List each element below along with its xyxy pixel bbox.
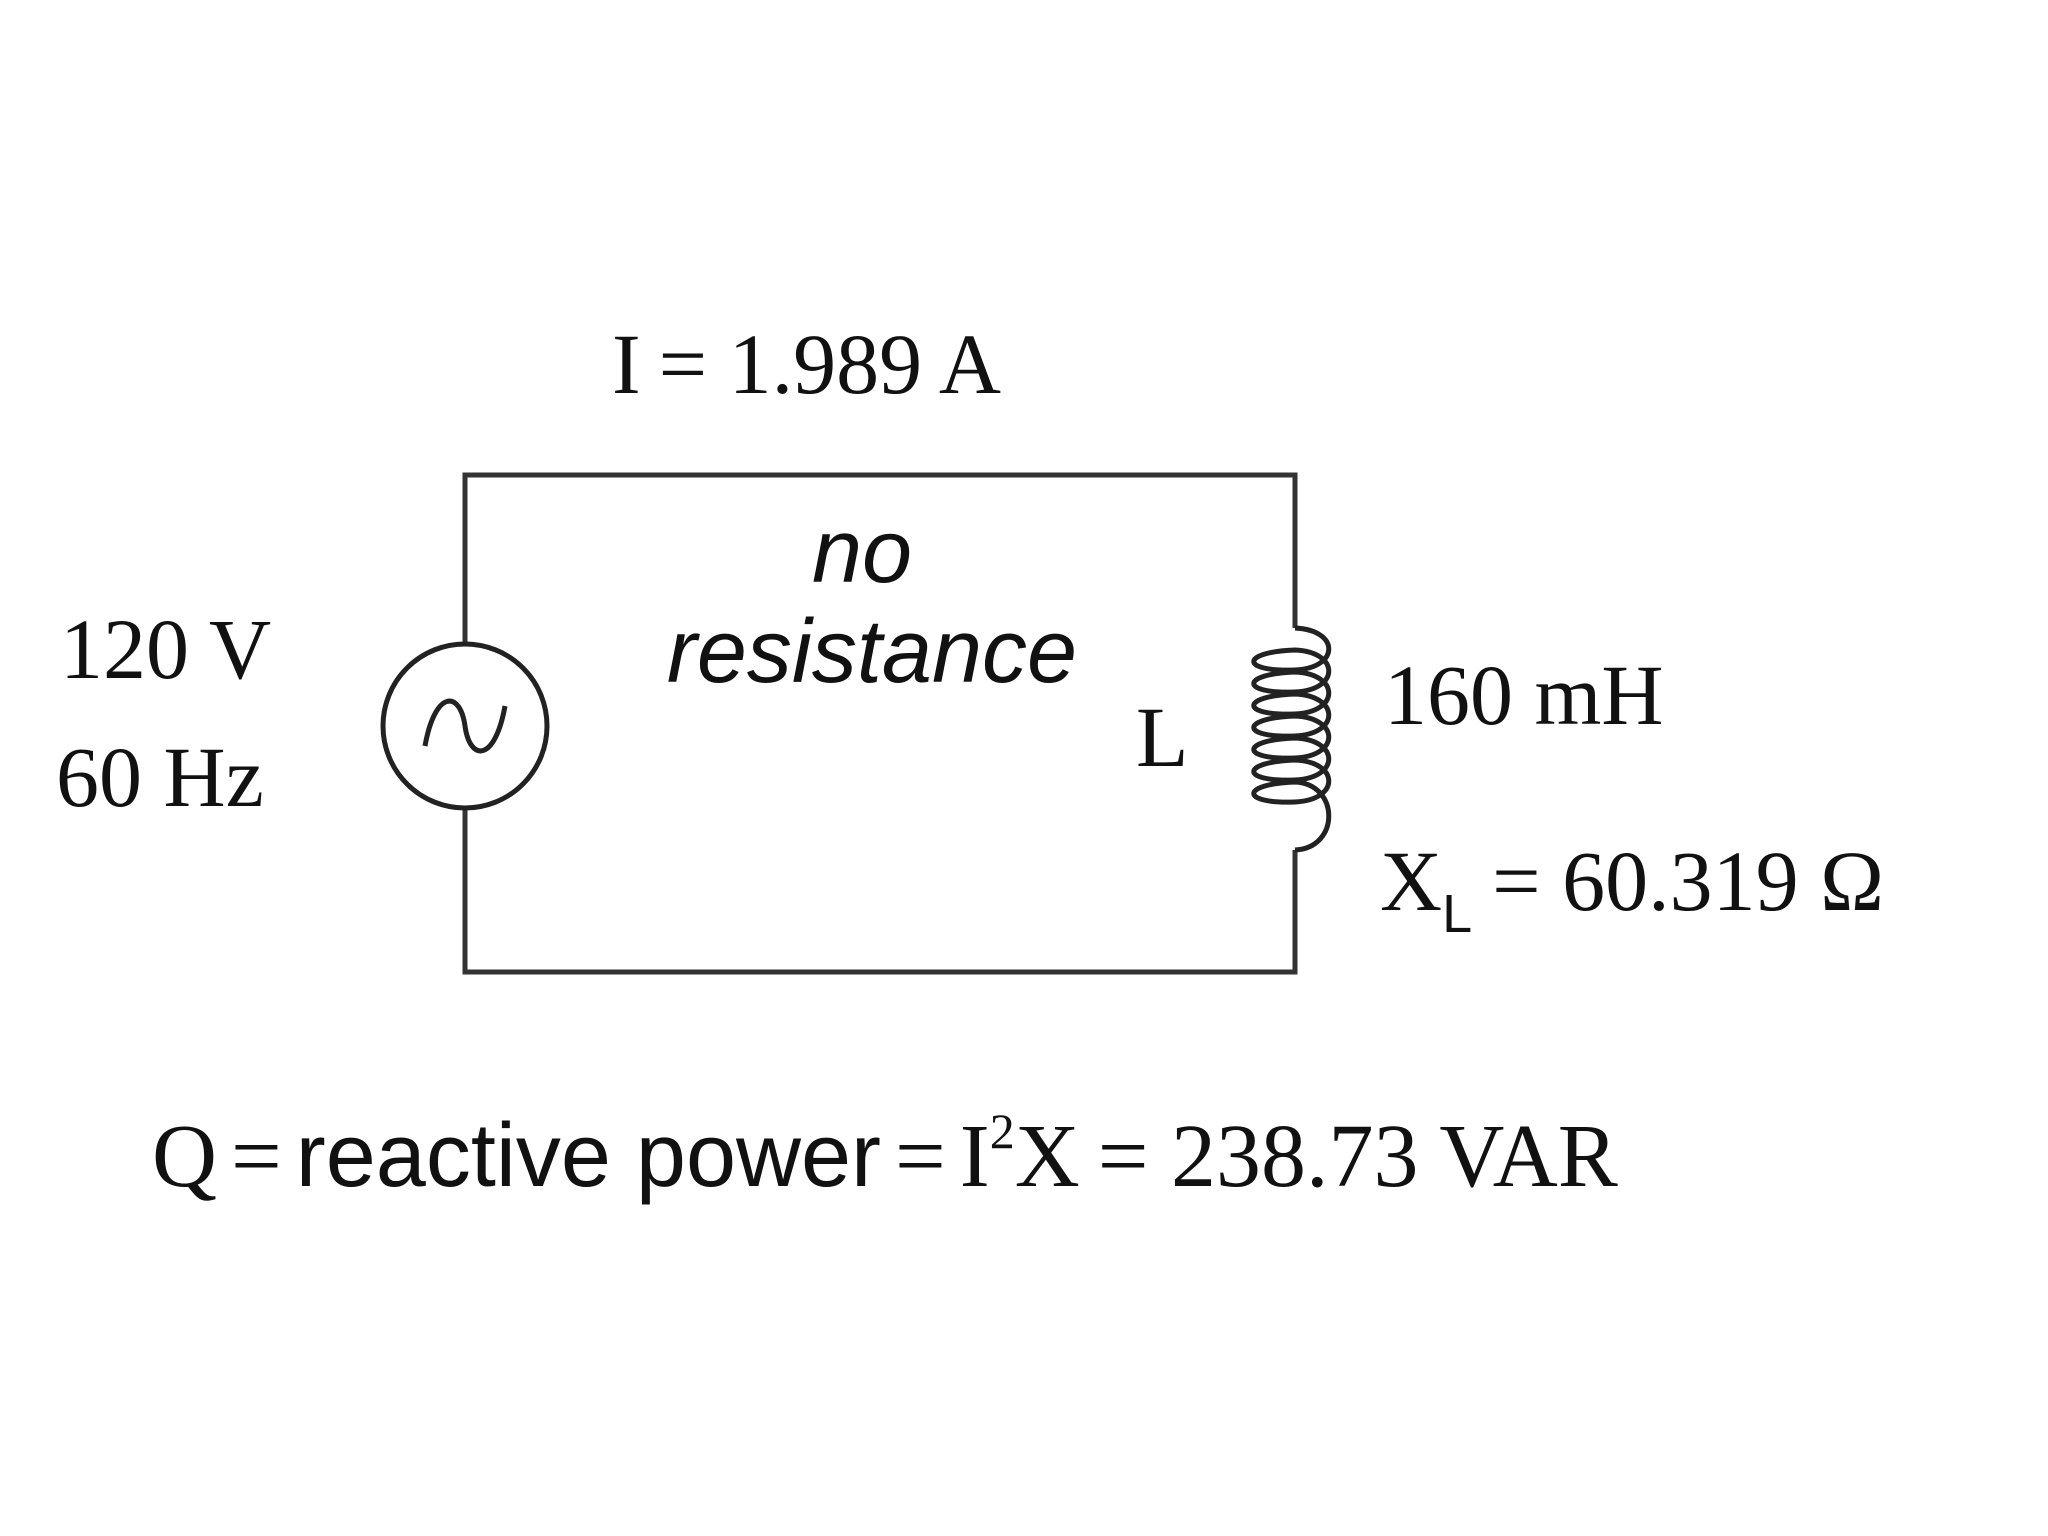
inductor-coil-icon	[1251, 625, 1332, 853]
inductor-label: L	[1136, 689, 1189, 785]
formula-result: = 238.73 VAR	[1098, 1107, 1618, 1206]
formula-i: I	[960, 1107, 990, 1206]
reactance-symbol: X	[1380, 833, 1442, 929]
reactive-power-formula: Q=reactive power=I2X= 238.73 VAR	[152, 1103, 1618, 1206]
formula-eq2: =	[895, 1107, 946, 1206]
wire-top	[462, 472, 1298, 642]
reactance-subscript: L	[1442, 884, 1472, 944]
current-symbol: I	[612, 316, 641, 412]
svg-text:XL= 60.319 Ω: XL = 60.319 Ω	[1380, 833, 1884, 944]
svg-text:Q=reactive power=I2X= 238.73 V: Q=reactive power=I2X= 238.73 VAR	[152, 1103, 1618, 1206]
formula-text: reactive power	[296, 1106, 881, 1206]
source-frequency: 60 Hz	[56, 729, 264, 825]
annotation-line2: resistance	[667, 602, 1077, 702]
circuit-wires	[462, 472, 1298, 975]
inductance-value: 160 mH	[1384, 647, 1664, 743]
formula-exponent: 2	[990, 1103, 1015, 1159]
current-label: I= 1.989 A	[612, 316, 1001, 412]
formula-eq1: =	[231, 1107, 282, 1206]
reactance-value: = 60.319 Ω	[1492, 833, 1884, 929]
svg-text:I= 1.989 A: I= 1.989 A	[612, 316, 1001, 412]
annotation-line1: no	[812, 502, 912, 602]
wire-bottom	[462, 810, 1298, 975]
formula-x: X	[1015, 1107, 1080, 1206]
ac-source-icon	[380, 641, 550, 811]
reactance-label: XL = 60.319 Ω	[1380, 833, 1884, 944]
current-value: = 1.989 A	[659, 316, 1001, 412]
formula-q: Q	[152, 1107, 217, 1206]
source-voltage: 120 V	[60, 601, 271, 697]
